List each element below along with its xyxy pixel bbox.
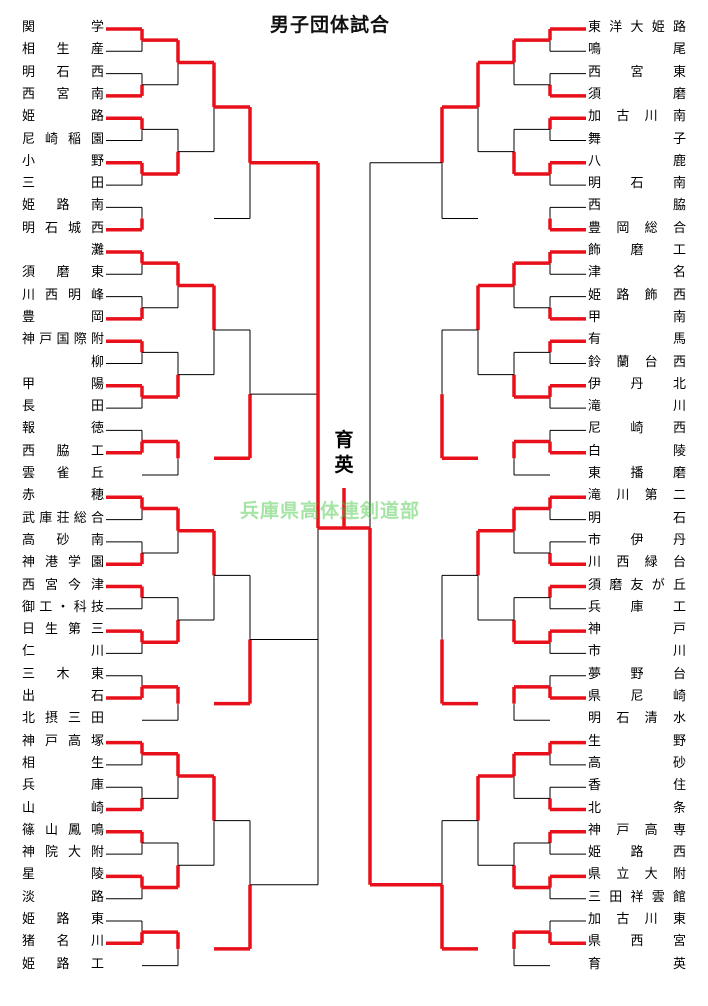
team-name: 須磨 bbox=[588, 86, 686, 102]
champion-label: 育英 bbox=[334, 429, 354, 476]
team-name: 明石 bbox=[588, 510, 686, 526]
team-name: 舞子 bbox=[588, 131, 686, 147]
team-name: 雲雀丘 bbox=[22, 466, 104, 481]
team-name: 北摂三田 bbox=[22, 711, 104, 727]
team-name: 明石城西 bbox=[22, 220, 104, 236]
team-name: 有馬 bbox=[588, 332, 686, 348]
team-name: 姫路東 bbox=[22, 912, 104, 927]
team-name: 姫路南 bbox=[22, 198, 104, 214]
team-name: 篠山鳳鳴 bbox=[22, 822, 104, 838]
team-name: 県立大附 bbox=[588, 867, 686, 883]
team-name: 高砂南 bbox=[22, 532, 104, 548]
team-name: 神港学園 bbox=[22, 555, 104, 571]
team-name: 星陵 bbox=[22, 867, 104, 883]
team-name: 姫路西 bbox=[588, 845, 686, 861]
team-name: 東播磨 bbox=[588, 466, 686, 481]
team-name: 明石南 bbox=[588, 176, 686, 192]
team-name: 御工・科技 bbox=[22, 599, 104, 615]
team-name: 兵庫 bbox=[22, 778, 104, 794]
team-name: 灘 bbox=[90, 243, 104, 258]
team-name: 飾磨工 bbox=[588, 243, 686, 258]
team-name: 須磨友が丘 bbox=[588, 577, 686, 593]
team-name: 神戸国際附 bbox=[22, 332, 104, 348]
team-name: 滝川 bbox=[588, 399, 686, 415]
team-name: 尼崎稲園 bbox=[22, 131, 104, 147]
team-name: 西宮今津 bbox=[22, 577, 104, 593]
team-name: 出石 bbox=[22, 689, 104, 704]
page-title: 男子団体試合 bbox=[270, 14, 391, 36]
team-name: 香住 bbox=[588, 778, 686, 794]
team-name: 仁川 bbox=[22, 644, 104, 660]
team-name: 赤穂 bbox=[22, 488, 104, 504]
team-name: 三田 bbox=[22, 176, 104, 192]
team-name: 須磨東 bbox=[22, 265, 104, 281]
team-name: 白陵 bbox=[588, 443, 686, 459]
team-name: 夢野台 bbox=[588, 666, 686, 682]
team-name: 相生 bbox=[22, 755, 104, 771]
team-name: 尼崎西 bbox=[588, 421, 686, 437]
team-name: 山崎 bbox=[22, 800, 104, 816]
team-name: 鈴蘭台西 bbox=[588, 354, 686, 370]
team-name: 県西宮 bbox=[588, 934, 686, 950]
team-name: 八鹿 bbox=[588, 153, 686, 169]
team-name: 伊丹北 bbox=[588, 376, 686, 392]
team-name: 神院大附 bbox=[22, 845, 104, 861]
team-name: 生野 bbox=[588, 733, 686, 749]
team-name: 育英 bbox=[588, 956, 686, 972]
team-name: 神戸 bbox=[588, 622, 686, 638]
team-name: 姫路工 bbox=[22, 956, 104, 972]
team-name: 西脇工 bbox=[22, 443, 104, 459]
watermark: 兵庫県高体連剣道部 bbox=[240, 500, 421, 522]
team-name: 豊岡 bbox=[22, 309, 104, 325]
team-name: 西脇 bbox=[588, 198, 686, 214]
team-name: 神戸高専 bbox=[588, 822, 686, 838]
team-name: 明石西 bbox=[22, 64, 104, 80]
team-name: 日生第三 bbox=[22, 622, 104, 638]
team-name: 神戸高塚 bbox=[22, 733, 104, 749]
team-name: 関学 bbox=[22, 20, 104, 35]
team-name: 加古川東 bbox=[588, 912, 686, 927]
team-name: 三田祥雲館 bbox=[588, 889, 686, 905]
team-name: 市伊丹 bbox=[588, 532, 686, 548]
team-name: 姫路飾西 bbox=[588, 287, 686, 303]
team-name: 小野 bbox=[22, 153, 104, 169]
team-name: 武庫荘総合 bbox=[22, 510, 104, 526]
team-name: 西宮東 bbox=[588, 64, 686, 80]
team-name: 西宮南 bbox=[22, 86, 104, 102]
team-name: 明石清水 bbox=[588, 711, 686, 727]
team-name: 相生産 bbox=[22, 42, 104, 58]
team-name: 柳 bbox=[90, 354, 104, 370]
team-name: 津名 bbox=[588, 265, 686, 281]
team-name: 北条 bbox=[588, 800, 686, 816]
team-name: 淡路 bbox=[22, 889, 104, 905]
team-name: 甲陽 bbox=[22, 376, 104, 392]
team-name: 高砂 bbox=[588, 755, 686, 771]
team-name: 甲南 bbox=[588, 309, 686, 325]
team-name: 鳴尾 bbox=[588, 42, 686, 58]
team-name: 姫路 bbox=[22, 109, 104, 125]
team-name: 報徳 bbox=[22, 421, 104, 437]
team-name: 東洋大姫路 bbox=[588, 20, 686, 35]
team-name: 川西明峰 bbox=[22, 287, 104, 303]
team-name: 加古川南 bbox=[588, 109, 686, 125]
team-name: 県尼崎 bbox=[588, 689, 686, 704]
team-name: 兵庫工 bbox=[588, 599, 686, 615]
team-name: 市川 bbox=[588, 644, 686, 660]
team-name: 滝川第二 bbox=[588, 488, 686, 504]
team-name: 猪名川 bbox=[22, 934, 104, 950]
team-name: 長田 bbox=[22, 399, 104, 415]
team-name: 豊岡総合 bbox=[588, 220, 686, 236]
team-name: 三木東 bbox=[22, 666, 104, 682]
team-name: 川西緑台 bbox=[588, 555, 686, 571]
